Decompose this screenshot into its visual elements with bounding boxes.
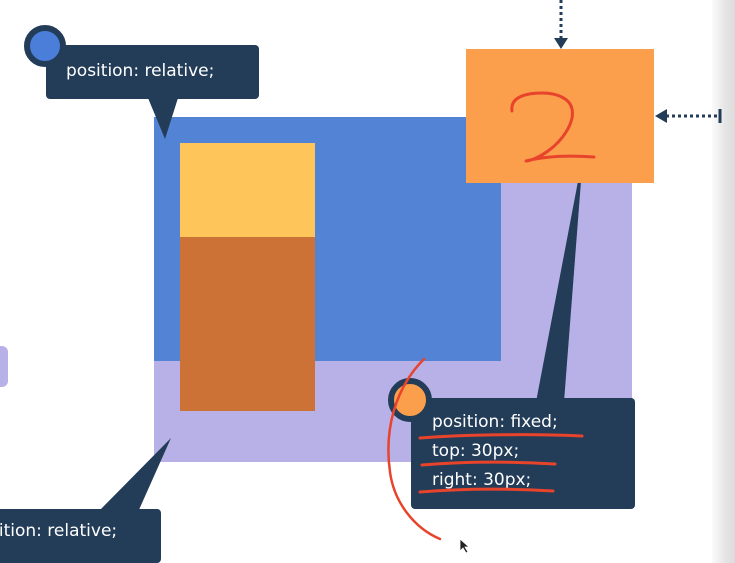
top-offset-arrowhead bbox=[554, 38, 568, 49]
relative-tooltip-bottom: sition: relative; bbox=[0, 509, 161, 563]
tooltip-text: position: relative; bbox=[66, 61, 215, 81]
brown-child-box bbox=[180, 237, 315, 411]
fixed-tooltip-pointer bbox=[536, 155, 583, 402]
fixed-position-box bbox=[466, 49, 654, 183]
underline-top bbox=[420, 460, 557, 467]
orange-marker-dot bbox=[388, 378, 432, 422]
blue-marker-dot bbox=[24, 25, 66, 67]
fixed-line-position: position: fixed; bbox=[432, 412, 558, 432]
mouse-cursor-icon bbox=[459, 538, 471, 554]
fixed-line-right: right: 30px; bbox=[432, 470, 532, 490]
fixed-line-top: top: 30px; bbox=[432, 441, 520, 461]
red-bracket-stroke bbox=[387, 357, 442, 541]
right-offset-arrowhead bbox=[655, 109, 667, 123]
left-edge-tab bbox=[0, 346, 8, 387]
underline-position bbox=[418, 433, 584, 440]
bottom-tooltip-pointer bbox=[98, 438, 171, 512]
top-tooltip-pointer bbox=[148, 98, 178, 139]
tooltip-text: sition: relative; bbox=[0, 521, 118, 541]
yellow-child-box bbox=[180, 143, 315, 238]
underline-right bbox=[418, 487, 555, 494]
relative-tooltip-top: position: relative; bbox=[46, 45, 259, 99]
scrollbar-edge bbox=[712, 0, 735, 563]
handwritten-number bbox=[510, 91, 596, 163]
